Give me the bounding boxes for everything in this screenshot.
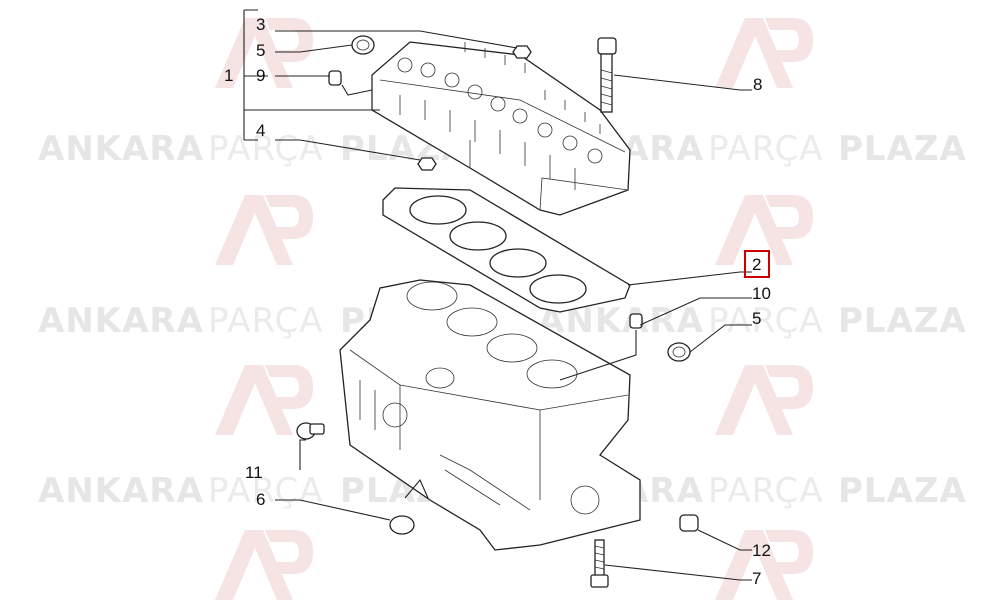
engine-block [339, 279, 641, 551]
watermark-word: PLAZA [838, 471, 967, 511]
bolt-left [296, 422, 325, 440]
watermark-word: PARÇA [208, 471, 324, 511]
head-bolt [597, 37, 617, 113]
callout-8: 8 [753, 75, 762, 94]
watermark-word: ANKARA [38, 471, 204, 511]
watermark-word: PARÇA [708, 301, 824, 341]
watermark-word: ANKARA [38, 301, 204, 341]
watermark-logo [715, 18, 813, 88]
watermark-logos [215, 18, 813, 600]
watermark-word: PLAZA [838, 129, 967, 169]
watermark-logo [215, 195, 313, 265]
nut-side [417, 157, 437, 171]
watermark-logo [215, 530, 313, 600]
callout-9: 9 [256, 66, 265, 85]
callout-5-right: 5 [752, 309, 761, 328]
cap-plug-upper [351, 35, 375, 55]
watermark-word: PARÇA [208, 129, 324, 169]
callout-5-upper: 5 [256, 41, 265, 60]
callout-11: 11 [245, 463, 263, 482]
watermark-logo [715, 365, 813, 435]
callout-2: 2 [752, 255, 761, 274]
cylinder-head [371, 41, 631, 216]
callout-3: 3 [256, 15, 265, 34]
watermark-word: PLAZA [838, 301, 967, 341]
callout-12: 12 [752, 541, 771, 560]
watermark-word: PARÇA [208, 301, 324, 341]
watermark-logo [215, 18, 313, 88]
watermark-logo [715, 530, 813, 600]
watermark-word: ANKARA [38, 129, 204, 169]
bushing-right [679, 514, 699, 532]
callout-labels: 1 3 5 9 4 8 2 10 5 11 6 12 7 [224, 15, 771, 588]
head-gasket [382, 187, 631, 313]
dowel-pin-upper [328, 70, 342, 86]
main-bolt [590, 539, 609, 588]
valve-springs [397, 57, 603, 190]
leader-lines [243, 9, 752, 581]
watermark-word: PARÇA [708, 471, 824, 511]
watermark-logo [215, 365, 313, 435]
cap-plug-right [667, 342, 691, 362]
highlight-box [744, 250, 770, 278]
cap-plug-bottom [389, 515, 415, 535]
watermark-word: PARÇA [708, 129, 824, 169]
callout-6: 6 [256, 490, 265, 509]
callout-10: 10 [752, 284, 771, 303]
callout-1: 1 [224, 66, 233, 85]
callout-4: 4 [256, 121, 265, 140]
callout-7: 7 [752, 569, 761, 588]
watermark-logo [715, 195, 813, 265]
head-studs [464, 42, 601, 134]
dowel-pin-block [629, 313, 643, 329]
nut-top [512, 45, 532, 59]
